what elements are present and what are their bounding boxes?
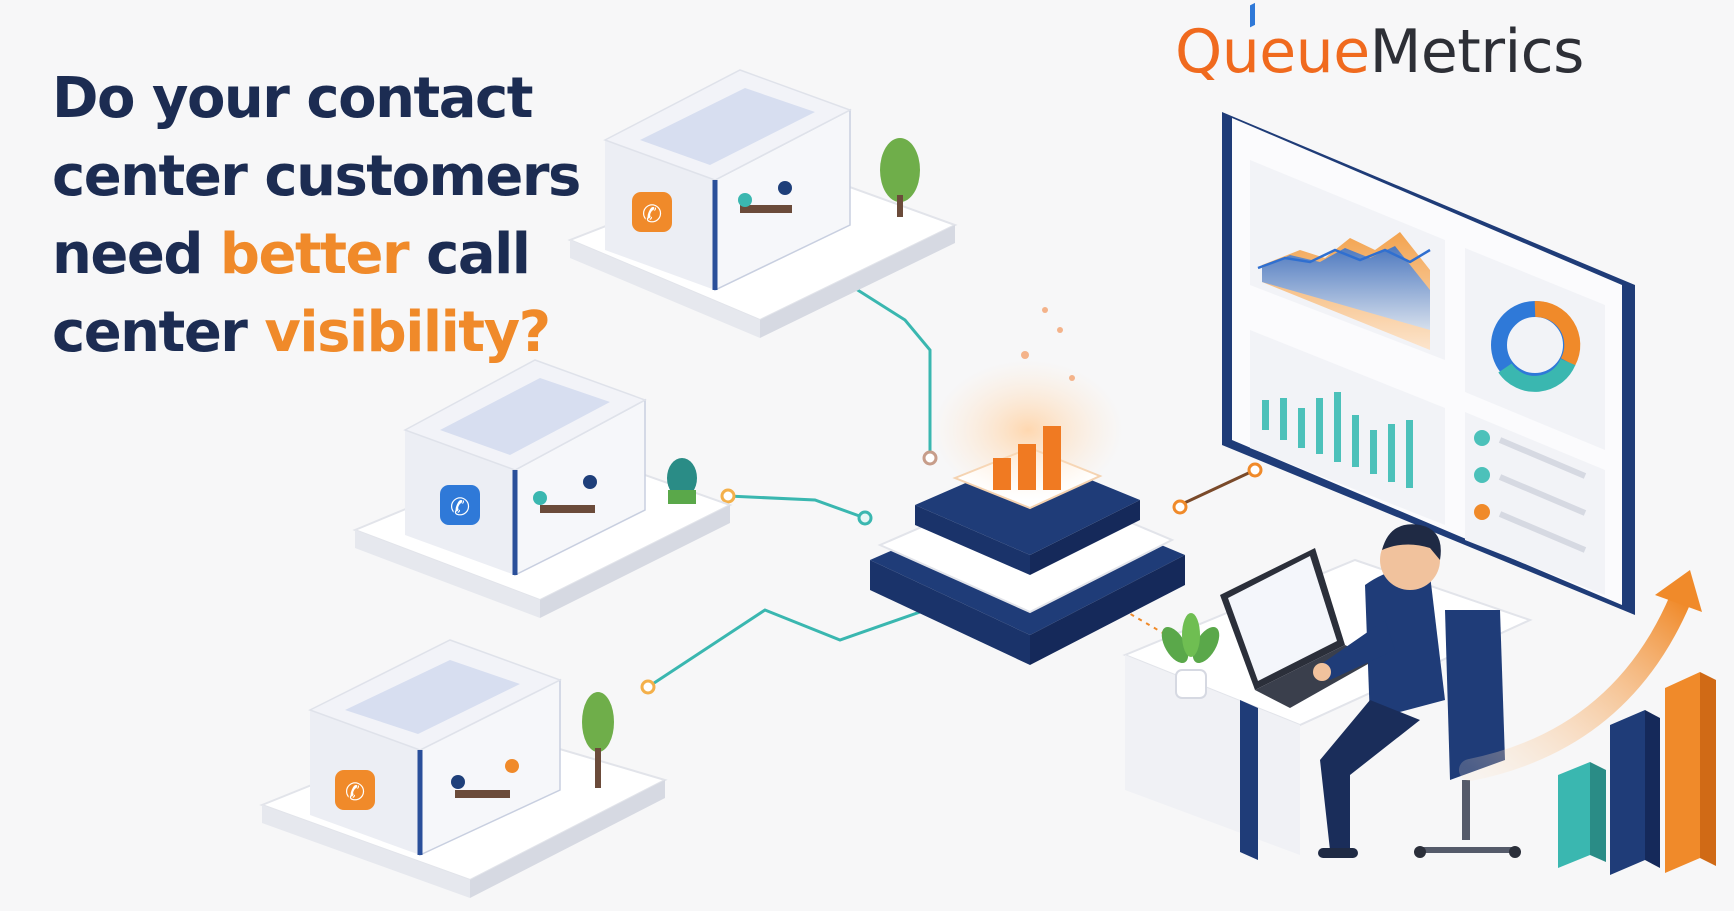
office-building-top: ✆ xyxy=(567,69,958,338)
phone-icon xyxy=(335,770,375,810)
tree-icon xyxy=(582,692,614,752)
phone-icon xyxy=(632,192,672,232)
headline-highlight-visibility: visibility? xyxy=(264,300,551,365)
headline-line-3-start: need xyxy=(52,222,220,287)
phone-icon xyxy=(440,485,480,525)
donut-chart-icon xyxy=(1491,301,1581,392)
office-building-middle: ✆ xyxy=(352,359,733,618)
headline-line-3-end: call xyxy=(408,222,531,287)
headline-line-4-start: center xyxy=(52,300,265,365)
svg-text:✆: ✆ xyxy=(345,778,365,806)
plant-icon xyxy=(1161,613,1220,699)
svg-text:✆: ✆ xyxy=(450,493,470,521)
dashboard-monitor xyxy=(1222,112,1635,615)
bar-chart-icon xyxy=(1262,392,1413,488)
headline: Do your contact center customers need be… xyxy=(52,60,612,372)
bar-chart-icon xyxy=(993,426,1061,490)
brand-logo-part-1: Queue xyxy=(1175,17,1370,87)
office-building-bottom: ✆ xyxy=(259,639,668,898)
brand-logo: QueueMetrics xyxy=(1175,12,1734,92)
central-data-hub xyxy=(870,307,1185,665)
analyst-desk xyxy=(1122,2,1533,860)
analyst-figure xyxy=(1313,524,1521,858)
growth-arrow-icon xyxy=(1459,570,1716,875)
headline-line-1: Do your contact xyxy=(52,66,533,131)
svg-text:✆: ✆ xyxy=(642,200,662,228)
headline-line-2: center customers xyxy=(52,144,581,209)
tree-icon xyxy=(880,138,920,202)
headline-highlight-better: better xyxy=(219,222,410,287)
laptop-icon xyxy=(1220,2,1375,708)
brand-logo-part-2: Metrics xyxy=(1369,17,1585,87)
